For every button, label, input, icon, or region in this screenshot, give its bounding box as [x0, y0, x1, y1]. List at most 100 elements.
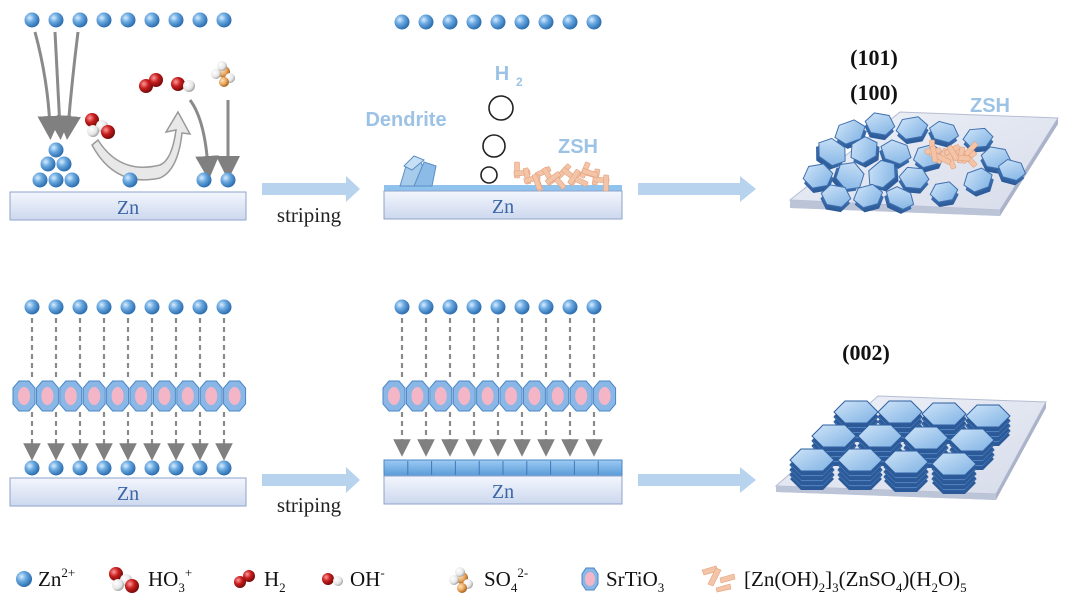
dendrite-crystal — [399, 155, 437, 187]
zn-ion-icon — [168, 12, 184, 28]
srtio3-particle — [476, 380, 500, 412]
zn-ion-icon — [192, 460, 208, 476]
zn-ion-icon — [40, 156, 56, 172]
zsh-label: ZSH — [558, 136, 598, 158]
srtio3-particle — [382, 380, 406, 412]
legend-srtio3-sub: 3 — [658, 580, 665, 595]
facet-002-label: (002) — [842, 340, 890, 365]
zn-ion-icon — [586, 299, 602, 315]
legend-zn-main: Zn — [38, 567, 62, 591]
zn-ion-icon — [562, 14, 578, 30]
legend-srtio3-main: SrTiO — [606, 567, 658, 591]
srtio3-icon — [581, 567, 599, 591]
legend-oh-main: OH — [350, 567, 380, 591]
legend-zsh-p2: ] — [825, 567, 832, 591]
zn-hexagon-platelet — [884, 186, 915, 214]
zn-ion-icon — [466, 299, 482, 315]
legend: Zn2+ HO3+ H2 OH- — [16, 565, 967, 595]
zn-ion-icon — [32, 172, 48, 188]
legend-zsh-s4: 2 — [931, 580, 938, 595]
zn-ion-icon — [120, 460, 136, 476]
zn-ion-icon — [514, 299, 530, 315]
legend-zsh-s5: 5 — [960, 580, 967, 595]
zn-ion-icon — [24, 12, 40, 28]
zn-ion-icon — [418, 299, 434, 315]
srtio3-particle — [82, 380, 106, 412]
zsh-result-label: ZSH — [970, 95, 1010, 117]
h2-bubble-label: H 2 — [495, 63, 523, 89]
legend-zsh: [Zn(OH)2]3(ZnSO4)(H2O)5 — [701, 565, 967, 595]
legend-hydroxide-pair: HO3+ — [109, 565, 192, 595]
legend-so4-sub: 4 — [511, 580, 518, 595]
zn-ion-icon — [216, 460, 232, 476]
zn-ion-row-bottom-2 — [394, 299, 602, 315]
zn-ion-icon — [48, 299, 64, 315]
hexagon-stack — [883, 450, 929, 492]
zn-ion-icon — [216, 299, 232, 315]
srtio3-layer-bottom-2 — [382, 380, 617, 412]
legend-ho-sub: 3 — [178, 580, 185, 595]
zn-ion-icon — [48, 460, 64, 476]
hexagon-stack — [789, 448, 835, 490]
zn-hexagon-platelet — [895, 116, 929, 145]
substrate-label: Zn — [117, 483, 139, 505]
zn-ion-icon — [442, 299, 458, 315]
legend-ho-main: HO — [148, 567, 178, 591]
h2-molecule-icon — [234, 570, 255, 588]
zsh-byproduct-cluster — [513, 161, 610, 192]
h2-label: H — [495, 63, 509, 85]
legend-hydrogen: H2 — [234, 567, 286, 595]
zn-ion-icon — [122, 172, 138, 188]
zn-ion-icon — [72, 299, 88, 315]
legend-sulfate: SO42- — [449, 565, 528, 595]
zn-ion-icon — [216, 12, 232, 28]
uniform-zn-layer — [407, 461, 599, 475]
bottom-row: Zn striping Zn (002) — [9, 299, 1047, 517]
zn-ion-icon — [168, 460, 184, 476]
zn-ion-icon — [538, 299, 554, 315]
srtio3-particle — [129, 380, 153, 412]
legend-oh-sup: - — [380, 565, 384, 580]
hexagon-stack — [931, 452, 977, 494]
facet-101-label: (101) — [850, 45, 898, 70]
legend-ho-sup: + — [185, 565, 192, 580]
oh-molecule-icon — [322, 573, 343, 586]
zn-substrate-top-2: Zn — [383, 185, 623, 220]
zn-ion-icon — [192, 12, 208, 28]
zn-hexagon-platelet — [929, 181, 959, 208]
zn-ion-icon — [418, 14, 434, 30]
zn-nucleus-cluster — [32, 142, 236, 188]
legend-so4-sup: 2- — [517, 565, 528, 580]
zsh-flake — [946, 144, 960, 162]
zn-ion-icon — [220, 172, 236, 188]
zn-ion-row-top-2 — [394, 14, 602, 30]
oh-molecule-icon — [171, 77, 195, 92]
process-label: striping — [277, 493, 342, 517]
zn-hexagon-platelet — [997, 158, 1027, 186]
zn-ion-icon — [490, 299, 506, 315]
zsh-result-cluster — [924, 139, 979, 170]
legend-so4-main: SO — [484, 567, 511, 591]
srtio3-layer-bottom-1 — [12, 380, 247, 412]
srtio3-particle — [199, 380, 223, 412]
zn-hexagon-platelet — [820, 184, 852, 213]
zn-ion-icon — [144, 299, 160, 315]
zn-ion-icon — [586, 14, 602, 30]
zn-ion-row-bottom-1 — [24, 299, 232, 315]
zn-substrate-bottom-1: Zn — [9, 477, 247, 507]
svg-text:OH-: OH- — [350, 565, 385, 591]
h2-bubbles — [480, 95, 514, 184]
substrate-label: Zn — [117, 197, 139, 219]
legend-zn-sup: 2+ — [61, 565, 75, 580]
zsh-flake — [567, 169, 581, 185]
srtio3-particle — [223, 380, 247, 412]
sulfate-icon — [211, 61, 235, 87]
svg-text:HO3+: HO3+ — [148, 565, 192, 595]
process-arrow-top-1: striping — [262, 176, 360, 227]
legend-zsh-s3: 4 — [896, 580, 903, 595]
dashed-arrows-bottom-2 — [393, 318, 603, 457]
legend-zn-ion: Zn2+ — [16, 565, 75, 591]
legend-zsh-s1: 2 — [819, 580, 826, 595]
dendrite-label: Dendrite — [365, 109, 446, 131]
zn-ion-icon — [466, 14, 482, 30]
